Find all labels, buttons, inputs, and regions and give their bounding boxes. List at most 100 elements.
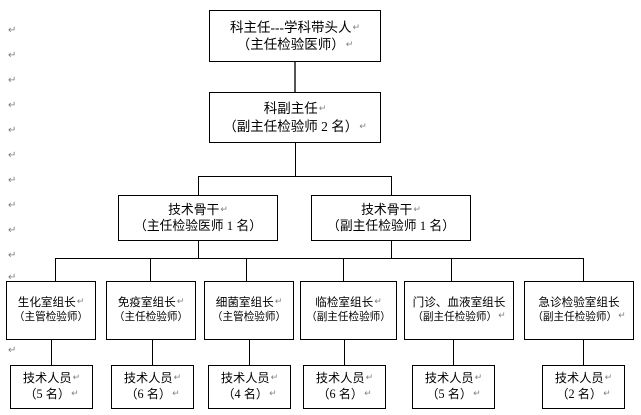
return-mark-icon: ↵ [173,373,182,384]
paragraph-mark-icon: ↵ [8,75,17,86]
staff-3-line1: 技术人员 [220,371,270,386]
node-director-line2: （主任检验医师） [236,37,345,52]
staff-4-line1: 技术人员 [315,371,365,386]
node-staff-6[interactable]: 技术人员↵ （2 名）↵ [542,365,625,409]
group-leader-3-line1: 细菌室组长 [215,296,274,310]
return-mark-icon: ↵ [603,389,611,399]
node-group-leader-outpatient-blood[interactable]: 门诊、血液室组长 （副主任检验师）↵ [404,281,514,340]
return-mark-icon: ↵ [72,373,81,384]
connector-group-leader-bus [55,258,584,259]
paragraph-mark-icon: ↵ [8,125,17,136]
staff-2-line1: 技术人员 [123,371,173,386]
staff-5-line2: （5 名） [426,387,473,401]
group-leader-6-line1: 急诊检验室组长 [538,296,620,310]
group-leader-4-line2: （副主任检验师） [306,312,391,324]
return-mark-icon: ↵ [270,373,279,384]
paragraph-mark-icon: ↵ [8,250,17,261]
group-leader-4-line1: 临检室组长 [315,296,374,310]
connector-staff-drop-4 [344,340,345,365]
connector-group-drop-3 [246,258,247,281]
group-leader-1-line1: 生化室组长 [17,296,76,310]
node-deputy-director-line2: （副主任检验师 2 名） [223,118,359,134]
staff-1-line1: 技术人员 [22,371,72,386]
connector-staff-drop-6 [583,340,584,365]
connector-backbone-bus [198,176,392,177]
connector-group-drop-1 [55,258,56,281]
group-leader-5-line2: （副主任检验师） [412,312,498,324]
paragraph-mark-icon: ↵ [8,272,17,283]
group-leader-5-line1: 门诊、血液室组长 [412,296,506,310]
paragraph-mark-icon: ↵ [8,50,17,61]
return-mark-icon: ↵ [176,297,185,308]
node-group-leader-bacteriology[interactable]: 细菌室组长↵ （主管检验师） [204,281,294,340]
connector-deputy-drop [295,143,296,176]
connector-backbone-right-drop [391,176,392,195]
paragraph-mark-icon: ↵ [8,100,17,111]
paragraph-mark-icon: ↵ [8,345,17,356]
node-backbone-left-line2: （主任检验医师 1 名） [134,219,262,233]
node-staff-5[interactable]: 技术人员↵ （5 名）↵ [412,365,495,409]
connector-group-drop-5 [451,258,452,281]
group-leader-2-line2: （主任检验师） [113,312,189,324]
connector-group-drop-4 [343,258,344,281]
staff-3-line2: （4 名） [222,387,269,401]
staff-6-line1: 技术人员 [554,371,604,386]
paragraph-mark-icon: ↵ [8,175,17,186]
return-mark-icon: ↵ [345,40,354,50]
group-leader-2-line1: 免疫室组长 [117,296,176,310]
connector-group-drop-2 [150,258,151,281]
connector-staff-drop-3 [249,340,250,365]
paragraph-mark-icon: ↵ [8,25,17,36]
connector-director-to-deputy [294,62,296,92]
node-director[interactable]: 科主任---学科带头人↵ （主任检验医师）↵ [209,10,381,62]
connector-backbone-left-down [198,241,199,259]
return-mark-icon: ↵ [220,204,228,215]
connector-backbone-left-drop [198,176,199,195]
return-mark-icon: ↵ [359,121,367,132]
node-backbone-right[interactable]: 技术骨干↵ （副主任检验师 1 名） [311,195,471,241]
node-director-line1: 科主任---学科带头人 [229,19,352,35]
node-group-leader-immunology[interactable]: 免疫室组长↵ （主任检验师） [106,281,196,340]
connector-backbone-right-down [391,241,392,259]
connector-staff-drop-5 [453,340,454,365]
connector-staff-drop-1 [51,340,52,365]
paragraph-mark-icon: ↵ [8,225,17,236]
node-deputy-director[interactable]: 科副主任↵ （副主任检验师 2 名）↵ [209,92,381,143]
node-group-leader-clinical-lab[interactable]: 临检室组长↵ （副主任检验师） [300,281,397,340]
return-mark-icon: ↵ [269,389,277,399]
node-backbone-left-line1: 技术骨干 [168,202,220,217]
staff-1-line2: （5 名） [24,387,71,401]
group-leader-1-line2: （主管检验师） [13,312,89,324]
staff-2-line2: （6 名） [125,387,172,401]
paragraph-mark-icon: ↵ [8,200,17,211]
return-mark-icon: ↵ [364,389,372,399]
return-mark-icon: ↵ [76,297,85,308]
node-backbone-left[interactable]: 技术骨干↵ （主任检验医师 1 名） [118,195,278,241]
return-mark-icon: ↵ [274,297,283,308]
return-mark-icon: ↵ [365,373,374,384]
return-mark-icon: ↵ [604,373,613,384]
group-leader-6-line2: （副主任检验师） [532,312,618,324]
node-group-leader-biochemistry[interactable]: 生化室组长↵ （主管检验师） [6,281,96,340]
return-mark-icon: ↵ [413,204,421,215]
node-staff-2[interactable]: 技术人员↵ （6 名）↵ [111,365,194,409]
staff-6-line2: （2 名） [556,387,603,401]
node-deputy-director-line1: 科副主任 [263,101,318,117]
return-mark-icon: ↵ [618,311,626,322]
node-staff-4[interactable]: 技术人员↵ （6 名）↵ [303,365,386,409]
node-group-leader-emergency-lab[interactable]: 急诊检验室组长 （副主任检验师）↵ [524,281,634,340]
return-mark-icon: ↵ [374,297,382,308]
connector-group-drop-6 [583,258,584,281]
connector-staff-drop-2 [152,340,153,365]
staff-4-line2: （6 名） [317,387,364,401]
return-mark-icon: ↵ [474,373,483,384]
node-backbone-right-line2: （副主任检验师 1 名） [327,219,455,233]
node-staff-3[interactable]: 技术人员↵ （4 名）↵ [208,365,291,409]
return-mark-icon: ↵ [172,389,180,399]
return-mark-icon: ↵ [473,389,481,399]
node-staff-1[interactable]: 技术人员↵ （5 名）↵ [10,365,93,409]
paragraph-mark-icon: ↵ [8,150,17,161]
return-mark-icon: ↵ [498,311,506,322]
return-mark-icon: ↵ [318,104,327,115]
